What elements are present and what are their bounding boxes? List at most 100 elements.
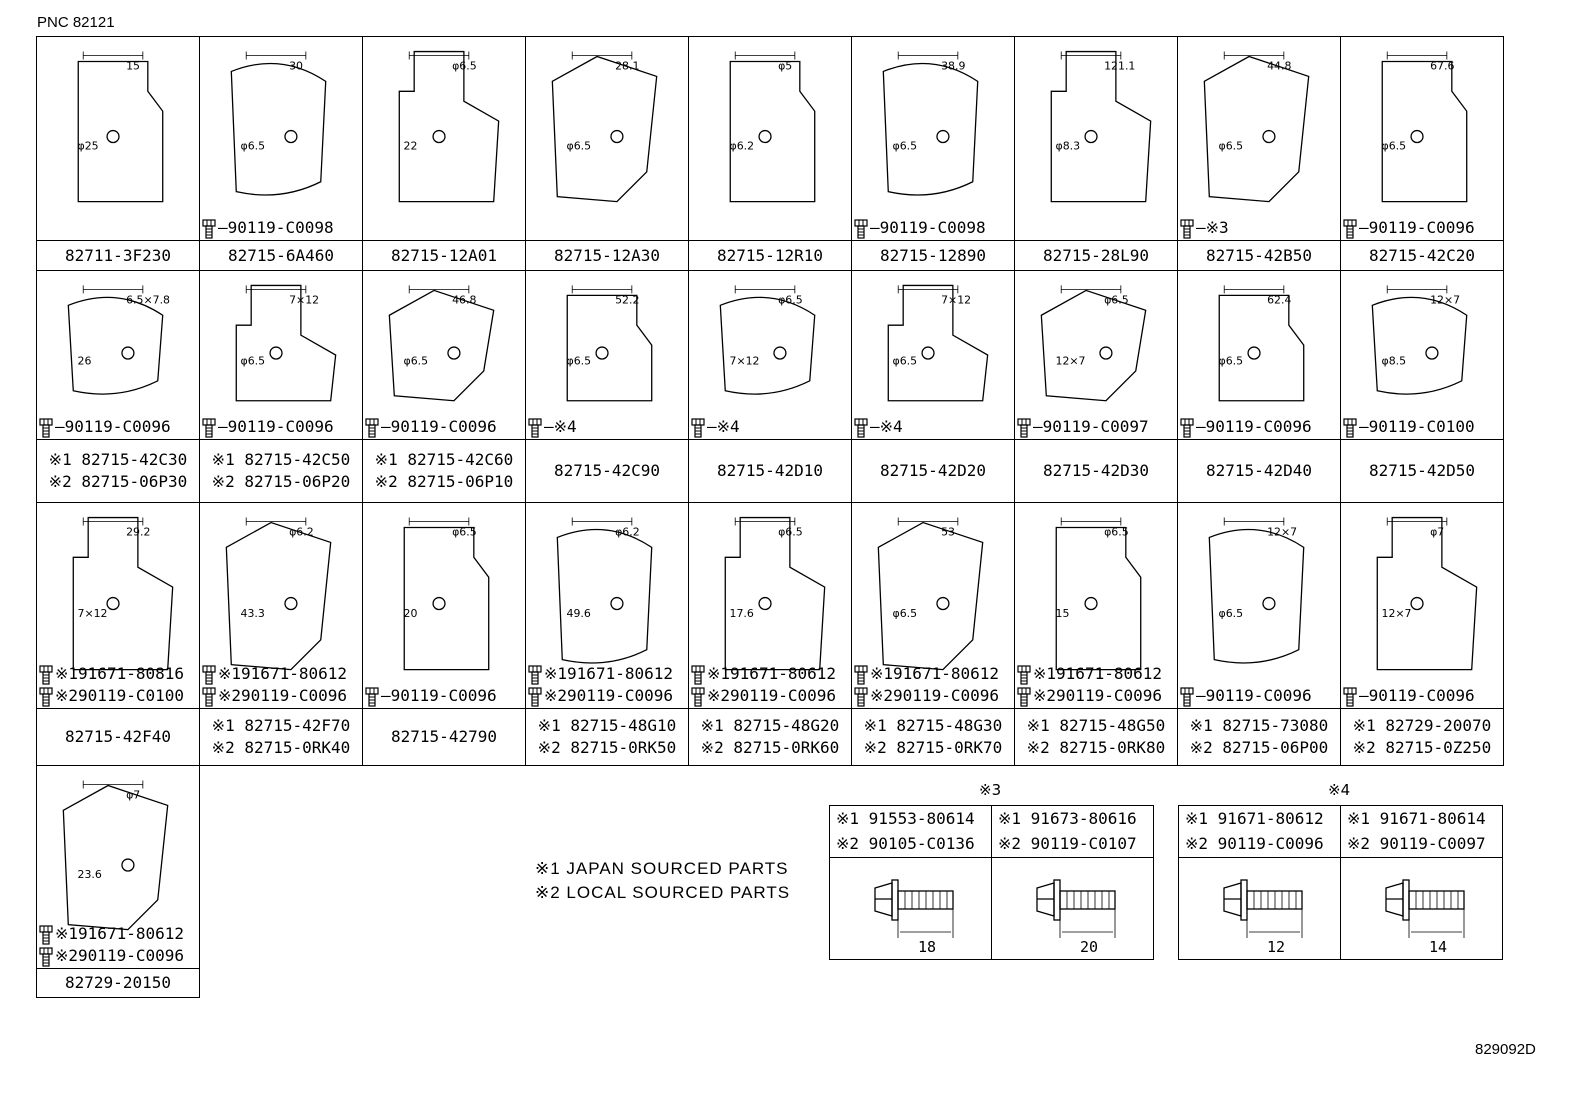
bolt-icon bbox=[202, 417, 216, 438]
part-number: 82715-12R10 bbox=[717, 245, 823, 265]
bolt-icon bbox=[39, 417, 53, 438]
bolt-part-number: ※191671-80612 bbox=[218, 664, 347, 683]
leader-line: — bbox=[544, 417, 554, 436]
bracket-outline bbox=[882, 62, 979, 196]
dimension-text: φ6.5 bbox=[893, 354, 918, 367]
part-number-label: ※1 82715-48G50※2 82715-0RK80 bbox=[1015, 708, 1177, 765]
part-number: ※2 82715-06P20 bbox=[211, 472, 351, 491]
bracket-sketch: 29.27×12 bbox=[72, 516, 174, 671]
dimension-text: φ7 bbox=[1430, 525, 1444, 538]
dimension-text: 52.2 bbox=[615, 293, 639, 306]
bolt-part-number: 90119-C0100 bbox=[1368, 417, 1475, 436]
bolt-callout: —90119-C0096 bbox=[1180, 417, 1312, 438]
dimension-text: 46.8 bbox=[452, 293, 476, 306]
bracket-outline bbox=[398, 50, 500, 203]
dimension-text: φ6.5 bbox=[893, 607, 918, 620]
part-number: ※1 82715-48G20 bbox=[700, 716, 840, 735]
dimension-line bbox=[1223, 285, 1285, 294]
dimension-text: φ6.5 bbox=[567, 354, 592, 367]
dimension-line bbox=[245, 517, 307, 526]
kit-part-numbers: ※1 91671-80612※2 90119-C0096 bbox=[1178, 805, 1341, 858]
dimension-text: φ6.5 bbox=[778, 525, 803, 538]
dimension-text: φ6.5 bbox=[1219, 607, 1244, 620]
bolt-icon: 18 bbox=[874, 879, 954, 956]
dimension-line bbox=[408, 285, 470, 294]
mounting-hole bbox=[121, 858, 135, 872]
bolt-part-number: 90119-C0096 bbox=[64, 417, 171, 436]
bolt-part-number: ※191671-80612 bbox=[707, 664, 836, 683]
dimension-text: φ8.5 bbox=[1382, 354, 1407, 367]
dimension-text: 22 bbox=[404, 140, 418, 153]
bolt-callout: —90119-C0096 bbox=[365, 417, 497, 438]
bolt-icon bbox=[202, 218, 216, 239]
dimension-text: φ6.5 bbox=[1382, 140, 1407, 153]
bracket-outline bbox=[1376, 516, 1478, 671]
document-id: 829092D bbox=[1475, 1041, 1536, 1058]
bracket-outline bbox=[877, 521, 984, 671]
bracket-sketch: φ6.515 bbox=[1055, 517, 1142, 671]
bolt-length: 14 bbox=[1429, 938, 1447, 956]
dimension-line bbox=[734, 285, 796, 294]
bolt-part-number: 90119-C0096 bbox=[390, 686, 497, 705]
dimension-text: 121.1 bbox=[1104, 59, 1135, 72]
dimension-text: φ8.3 bbox=[1056, 140, 1081, 153]
mounting-hole bbox=[1262, 596, 1276, 611]
dimension-text: 30 bbox=[289, 59, 303, 72]
bracket-sketch: 44.8φ6.5 bbox=[1203, 51, 1310, 203]
dimension-text: 26 bbox=[78, 354, 92, 367]
part-number: 82715-42F40 bbox=[65, 727, 171, 746]
bolt-part-number: 90119-C0096 bbox=[1205, 417, 1312, 436]
part-cell: 121.1 φ8.3 82715-28L90 bbox=[1014, 36, 1178, 271]
part-number-label: ※1 82715-42F70※2 82715-0RK40 bbox=[200, 708, 362, 765]
mounting-hole bbox=[284, 129, 298, 144]
kit-part-number: ※1 91553-80614 bbox=[836, 809, 975, 828]
bolt-callout: ※290119-C0096 bbox=[528, 686, 673, 707]
dimension-text: 43.3 bbox=[241, 607, 265, 620]
kit-part-numbers: ※1 91673-80616※2 90119-C0107 bbox=[991, 805, 1154, 858]
bolt-callout: —※3 bbox=[1180, 218, 1229, 239]
bolt-icon bbox=[1343, 218, 1357, 239]
mounting-hole bbox=[121, 346, 135, 360]
kit-bolt-drawing: 14 bbox=[1340, 857, 1503, 960]
leader-line: — bbox=[218, 218, 228, 237]
dimension-text: φ6.5 bbox=[893, 140, 918, 153]
bolt-icon bbox=[39, 946, 53, 967]
bolt-callout: —※4 bbox=[691, 417, 740, 438]
part-number: 82715-42D30 bbox=[1043, 461, 1149, 480]
kit-part-number: ※2 90105-C0136 bbox=[836, 834, 975, 853]
dimension-line bbox=[82, 285, 144, 294]
bracket-outline bbox=[77, 60, 164, 203]
mounting-hole bbox=[595, 346, 609, 360]
bolt-icon bbox=[1343, 417, 1357, 438]
bolt-icon bbox=[1180, 218, 1194, 239]
part-number: ※2 82715-06P30 bbox=[48, 472, 188, 491]
bracket-outline bbox=[1055, 526, 1142, 671]
part-number: 82711-3F230 bbox=[65, 245, 171, 265]
bolt-callout: ※191671-80612 bbox=[691, 664, 836, 685]
bracket-outline bbox=[566, 294, 653, 402]
bracket-outline bbox=[556, 528, 653, 664]
leader-line: — bbox=[870, 417, 880, 436]
part-number: 82715-42D50 bbox=[1369, 461, 1475, 480]
dimension-line bbox=[571, 285, 633, 294]
part-number: ※1 82715-48G10 bbox=[537, 716, 677, 735]
dimension-text: 7×12 bbox=[289, 293, 319, 306]
part-number-label: ※1 82715-48G10※2 82715-0RK50 bbox=[526, 708, 688, 765]
part-number-label: 82715-28L90 bbox=[1015, 240, 1177, 270]
dimension-text: 28.1 bbox=[615, 59, 639, 72]
